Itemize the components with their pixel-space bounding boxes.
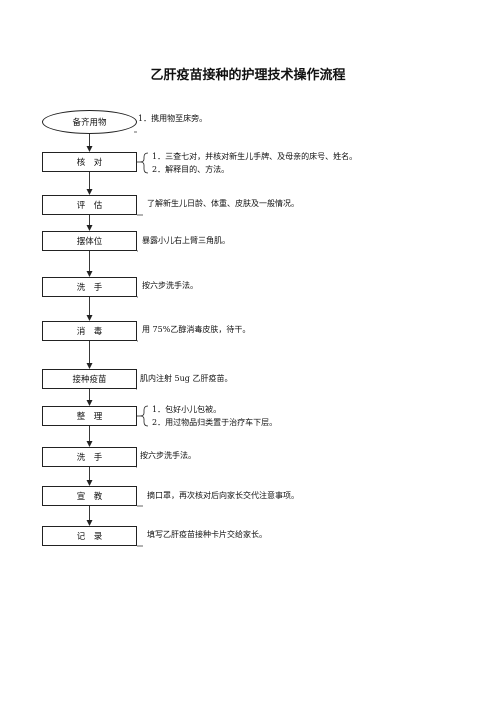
step-box-prepare-supplies: 备齐用物 [42, 110, 137, 134]
description-line: 1．三查七对，并核对新生儿手牌、及母亲的床号、姓名。 [152, 152, 358, 161]
description-line: 1．包好小儿包被。 [152, 405, 222, 414]
step-box-disinfect: 消 毒 [42, 321, 137, 341]
step-box-position: 摆体位 [42, 231, 137, 251]
step-label: 备齐用物 [72, 118, 107, 128]
step-label: 记 录 [76, 532, 103, 542]
flow-arrowhead [86, 480, 93, 486]
step-box-wash-hands: 洗 手 [42, 277, 137, 297]
flow-arrowhead [86, 271, 93, 277]
step-description-wash-hands-2: 按六步洗手法。 [140, 449, 196, 462]
step-description-vaccinate: 肌内注射 5ug 乙肝疫苗。 [140, 372, 232, 385]
description-line: 2．解释目的、方法。 [152, 165, 230, 174]
flow-arrowhead [86, 441, 93, 447]
step-label: 摆体位 [76, 237, 103, 247]
description-line: 了解新生儿日龄、体重、皮肤及一般情况。 [147, 199, 299, 208]
flow-arrowhead [86, 225, 93, 231]
flow-arrowhead [86, 363, 93, 369]
step-description-educate: 摘口罩，再次核对后向家长交代注意事项。 [147, 489, 299, 502]
step-label: 宣 教 [76, 492, 103, 502]
description-line: 2．用过物品归类置于治疗车下层。 [152, 418, 278, 427]
description-brace [139, 405, 149, 427]
description-line: 填写乙肝疫苗接种卡片交给家长。 [147, 530, 267, 539]
step-label: 评 估 [76, 201, 103, 211]
step-box-wash-hands-2: 洗 手 [42, 447, 137, 467]
description-line: 摘口罩，再次核对后向家长交代注意事项。 [147, 491, 299, 500]
step-label: 洗 手 [76, 283, 103, 293]
step-description-assess: 了解新生儿日龄、体重、皮肤及一般情况。 [147, 197, 299, 210]
description-line: 1．携用物至床旁。 [138, 114, 208, 123]
step-description-prepare-supplies: 1．携用物至床旁。 [138, 112, 207, 125]
step-description-wash-hands: 按六步洗手法。 [142, 279, 198, 292]
description-line: 按六步洗手法。 [142, 281, 198, 290]
step-label: 洗 手 [76, 453, 103, 463]
step-description-record: 填写乙肝疫苗接种卡片交给家长。 [147, 528, 267, 541]
step-description-verify: 1．三查七对，并核对新生儿手牌、及母亲的床号、姓名。 2．解释目的、方法。 [152, 150, 357, 176]
step-label: 接种疫苗 [72, 375, 107, 385]
step-label: 整 理 [76, 412, 103, 422]
description-line: 暴露小儿右上臂三角肌。 [142, 236, 230, 245]
flow-arrowhead [86, 315, 93, 321]
description-line: 按六步洗手法。 [140, 451, 196, 460]
flow-arrowhead [86, 146, 93, 152]
description-brace [139, 152, 149, 174]
flow-arrowhead [86, 400, 93, 406]
step-description-tidy: 1．包好小儿包被。 2．用过物品归类置于治疗车下层。 [152, 403, 277, 429]
page-title: 乙肝疫苗接种的护理技术操作流程 [150, 68, 346, 83]
description-line: 肌内注射 5ug 乙肝疫苗。 [140, 374, 233, 383]
step-description-disinfect: 用 75%乙醇消毒皮肤，待干。 [142, 323, 250, 336]
flow-arrowhead [86, 189, 93, 195]
step-box-record: 记 录 [42, 526, 137, 546]
step-label: 消 毒 [76, 327, 103, 337]
step-box-verify: 核 对 [42, 152, 137, 172]
step-box-educate: 宣 教 [42, 486, 137, 506]
step-box-tidy: 整 理 [42, 406, 137, 426]
flow-arrowhead [86, 520, 93, 526]
step-label: 核 对 [76, 158, 103, 168]
step-description-position: 暴露小儿右上臂三角肌。 [142, 234, 230, 247]
step-box-assess: 评 估 [42, 195, 137, 215]
description-line: 用 75%乙醇消毒皮肤，待干。 [142, 325, 251, 334]
step-box-vaccinate: 接种疫苗 [42, 369, 137, 389]
